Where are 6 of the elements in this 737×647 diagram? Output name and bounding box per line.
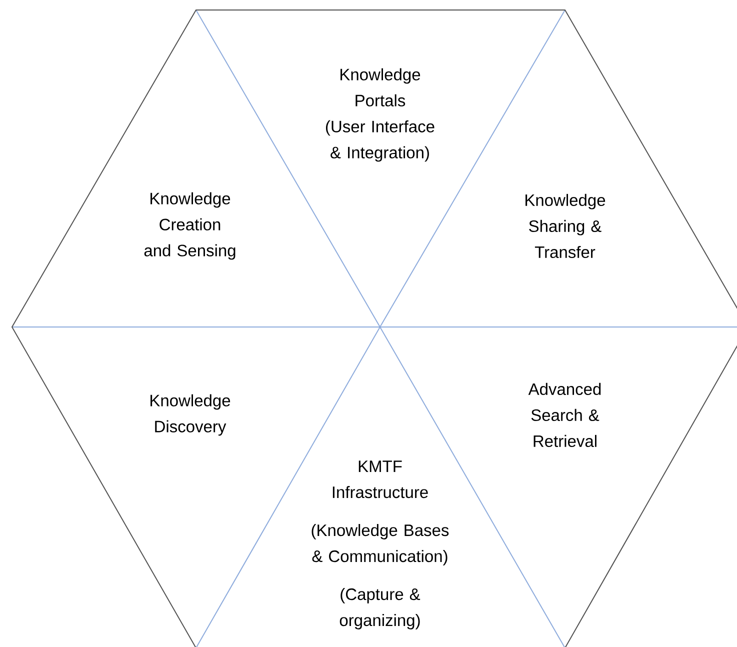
segment-label: Advanced Search & Retrieval xyxy=(528,382,601,448)
segment-label: Knowledge Sharing & Transfer xyxy=(526,194,606,258)
segment-label: Knowledge Discovery xyxy=(150,394,230,436)
segment-label: Knowledge Portals (User Interface & Integration) xyxy=(326,68,434,162)
segment-label: KMTF Infrastructure (Knowledge Bases & Communication) (Capture & organizing) xyxy=(312,460,449,630)
segment-label: Knowledge Creation and Sensing xyxy=(144,192,236,260)
